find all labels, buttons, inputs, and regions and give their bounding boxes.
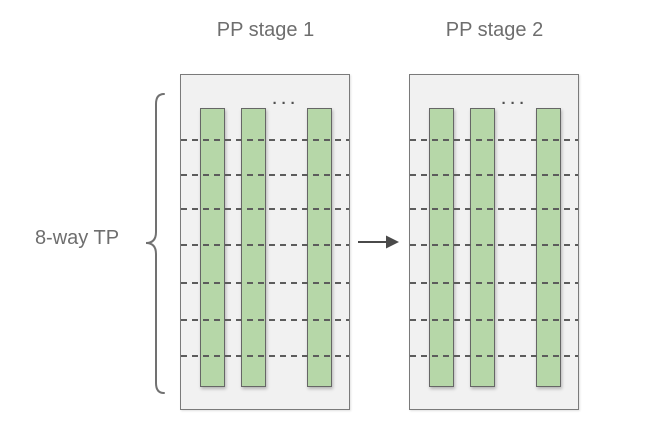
pp-stage-2-panel: ··· bbox=[409, 74, 579, 410]
tp-way-label: 8-way TP bbox=[34, 227, 120, 249]
tp-shard-bar bbox=[429, 108, 454, 387]
pp-stage-2-title: PP stage 2 bbox=[445, 19, 544, 41]
more-bars-ellipsis: ··· bbox=[501, 95, 529, 112]
pp-stage-1-title: PP stage 1 bbox=[216, 19, 315, 41]
tp-partition-lines bbox=[410, 75, 578, 409]
tp-partition-line bbox=[181, 208, 349, 210]
tp-partition-line bbox=[410, 139, 578, 141]
right-arrow-icon bbox=[358, 235, 399, 249]
tp-shard-bar bbox=[470, 108, 495, 387]
tp-partition-line bbox=[410, 174, 578, 176]
tp-partition-line bbox=[181, 139, 349, 141]
tp-partition-line bbox=[181, 244, 349, 246]
tp-partition-line bbox=[181, 319, 349, 321]
tp-shard-bar bbox=[200, 108, 225, 387]
tp-partition-line bbox=[181, 282, 349, 284]
curly-brace-left-icon bbox=[145, 93, 165, 394]
more-bars-ellipsis: ··· bbox=[272, 95, 300, 112]
tp-partition-line bbox=[410, 319, 578, 321]
tp-shard-bars bbox=[181, 75, 349, 409]
tp-shard-bar bbox=[307, 108, 332, 387]
tp-partition-line bbox=[410, 282, 578, 284]
tp-partition-line bbox=[181, 174, 349, 176]
tp-shard-bar bbox=[536, 108, 561, 387]
tp-partition-lines bbox=[181, 75, 349, 409]
tp-partition-line bbox=[410, 244, 578, 246]
tp-partition-line bbox=[410, 208, 578, 210]
tp-shard-bar bbox=[241, 108, 266, 387]
pp-stage-1-panel: ··· bbox=[180, 74, 350, 410]
tp-partition-line bbox=[181, 355, 349, 357]
tp-partition-line bbox=[410, 355, 578, 357]
tp-shard-bars bbox=[410, 75, 578, 409]
